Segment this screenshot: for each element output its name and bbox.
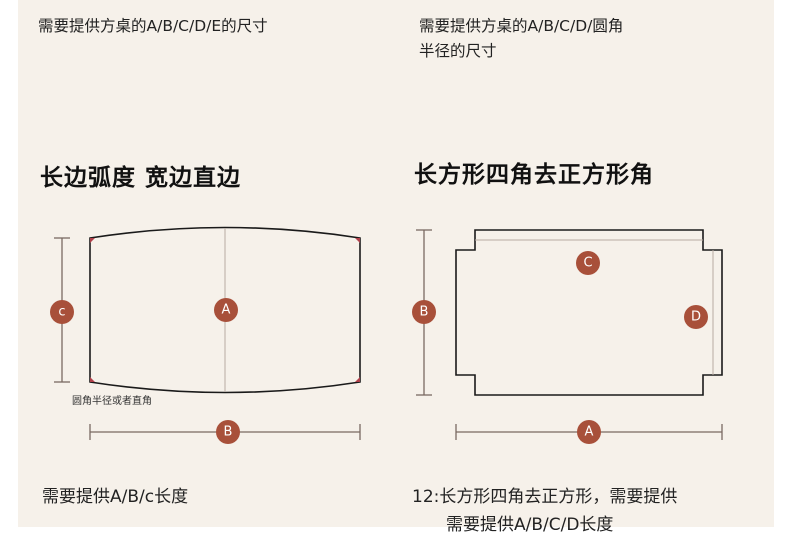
right-badge-a (577, 420, 601, 444)
right-badge-d (684, 305, 708, 329)
corner-mark-bottom-right (355, 377, 360, 382)
left-badge-a-label: A (222, 303, 231, 318)
right-table-outline (455, 229, 723, 396)
corner-mark-top-left (90, 238, 95, 243)
right-badge-b-label: B (420, 305, 429, 320)
left-badge-b (216, 420, 240, 444)
right-diagram: B C D A (412, 229, 723, 444)
left-corner-note: 圆角半径或者直角 (72, 394, 152, 407)
left-badge-b-label: B (224, 425, 233, 440)
right-badge-a-label: A (585, 425, 594, 440)
right-badge-d-label: D (691, 310, 701, 325)
left-bottom-note: 需要提供A/B/c长度 (42, 487, 189, 507)
right-top-note-line1: 需要提供方桌的A/B/C/D/圆角 (419, 17, 624, 35)
right-badge-c-label: C (583, 256, 592, 271)
right-badge-c (576, 251, 600, 275)
left-badge-c (50, 300, 74, 324)
left-diagram: 圆角半径或者直角 c A B (50, 226, 361, 444)
left-badge-a (214, 298, 238, 322)
right-heading: 长方形四角去正方形角 (414, 162, 654, 188)
left-top-note: 需要提供方桌的A/B/C/D/E的尺寸 (38, 17, 268, 35)
corner-mark-bottom-left (90, 377, 95, 382)
right-bottom-note-line1: 12:长方形四角去正方形，需要提供 (412, 487, 678, 507)
table-shape-diagrams: 圆角半径或者直角 c A B B C D A (50, 226, 723, 444)
right-top-note-line2: 半径的尺寸 (419, 42, 497, 60)
left-badge-c-label: c (58, 305, 65, 320)
right-badge-b (412, 300, 436, 324)
corner-mark-top-right (355, 238, 360, 243)
left-heading: 长边弧度 宽边直边 (40, 165, 242, 191)
